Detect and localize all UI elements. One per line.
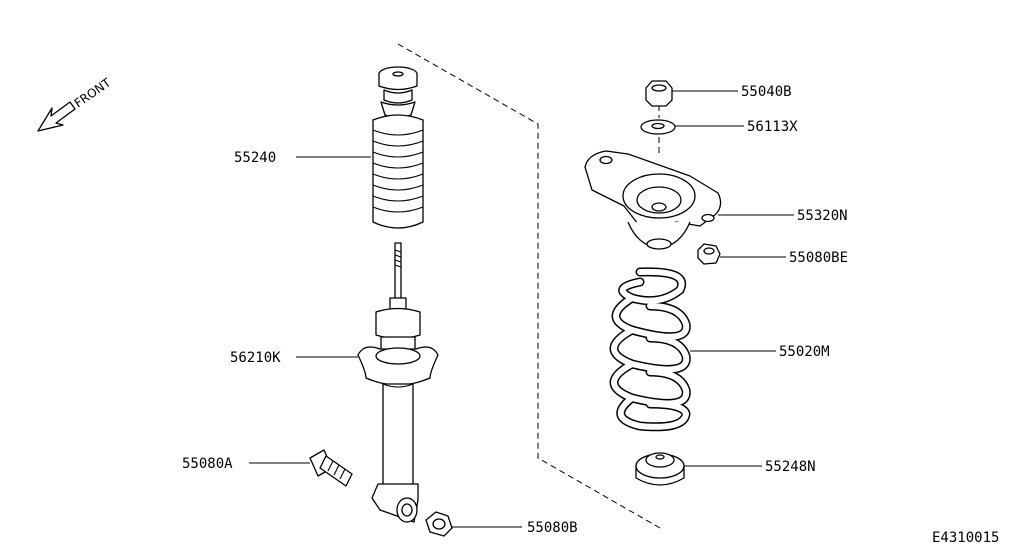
part-label-55080be: 55080BE: [789, 250, 848, 266]
part-label-55240: 55240: [234, 150, 276, 166]
strut-mount-part: [584, 150, 722, 250]
bumper-rubber-part: [372, 66, 424, 229]
part-label-56210k: 56210K: [230, 350, 281, 366]
figure-code: E4310015: [932, 530, 999, 545]
nut-55080b-part: [425, 511, 453, 537]
front-indicator: FRONT: [37, 75, 114, 132]
shock-absorber-part: [357, 242, 439, 523]
part-label-55080b: 55080B: [527, 520, 578, 536]
alignment-dashed-line: [397, 43, 661, 529]
washer-56113x-part: [640, 119, 676, 135]
part-label-55320n: 55320N: [797, 208, 848, 224]
part-label-55020m: 55020M: [779, 344, 830, 360]
bolt-55080a-part: [309, 449, 353, 487]
front-arrow-icon: [37, 101, 76, 132]
part-label-55080a: 55080A: [182, 456, 233, 472]
front-label: FRONT: [72, 75, 114, 110]
part-label-56113x: 56113X: [747, 119, 798, 135]
nut-55040b-part: [645, 80, 673, 107]
lower-spring-seat-part: [635, 452, 685, 486]
coil-spring-part: [609, 267, 691, 432]
part-label-55248n: 55248N: [765, 459, 816, 475]
part-label-55040b: 55040B: [741, 84, 792, 100]
nut-55080be-part: [697, 243, 721, 265]
